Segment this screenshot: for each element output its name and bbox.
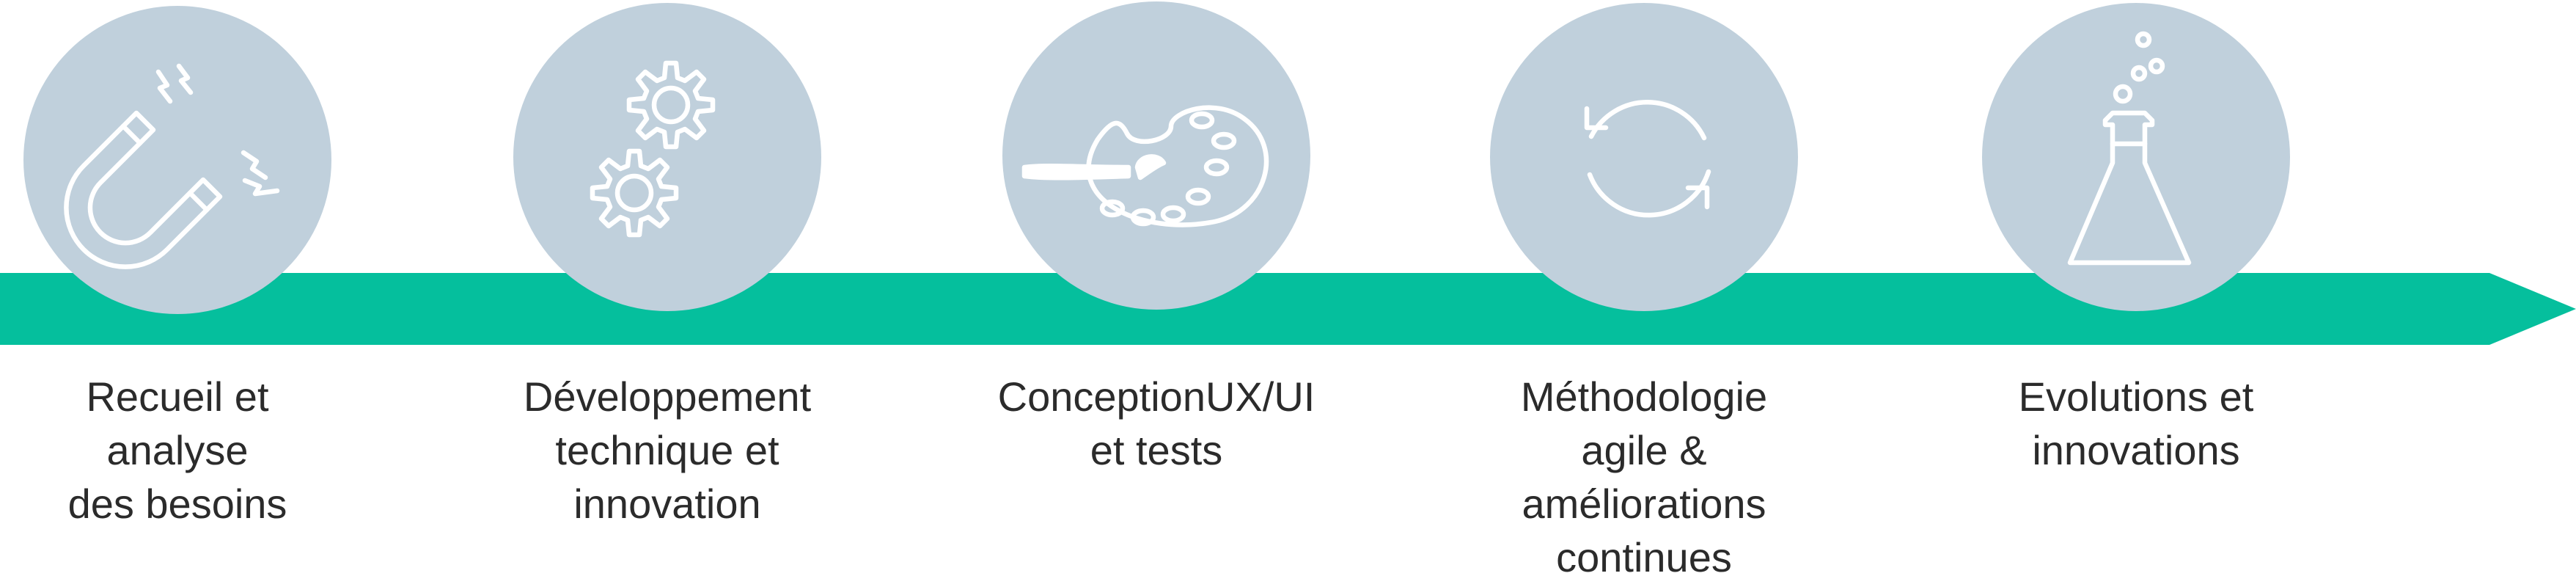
flask-icon	[2067, 31, 2192, 266]
step-1-label: Recueil et analyse des besoins	[67, 373, 287, 527]
step-5-label: Evolutions et innovations	[2018, 373, 2254, 473]
palette-icon	[1021, 105, 1269, 227]
refresh-cycle-icon	[1584, 100, 1711, 218]
step-4-circle	[1490, 3, 1798, 311]
step-5-circle	[1982, 3, 2290, 311]
step-2-circle	[513, 3, 821, 311]
step-3-label: ConceptionUX/UI et tests	[997, 373, 1315, 473]
step-4-label: Méthodologie agile & améliorations conti…	[1520, 373, 1768, 580]
gears-icon	[590, 60, 716, 238]
step-2-label: Développement technique et innovation	[523, 373, 812, 527]
step-1-circle	[23, 6, 331, 314]
step-3-circle	[1002, 1, 1310, 310]
magnet-icon	[64, 63, 280, 269]
